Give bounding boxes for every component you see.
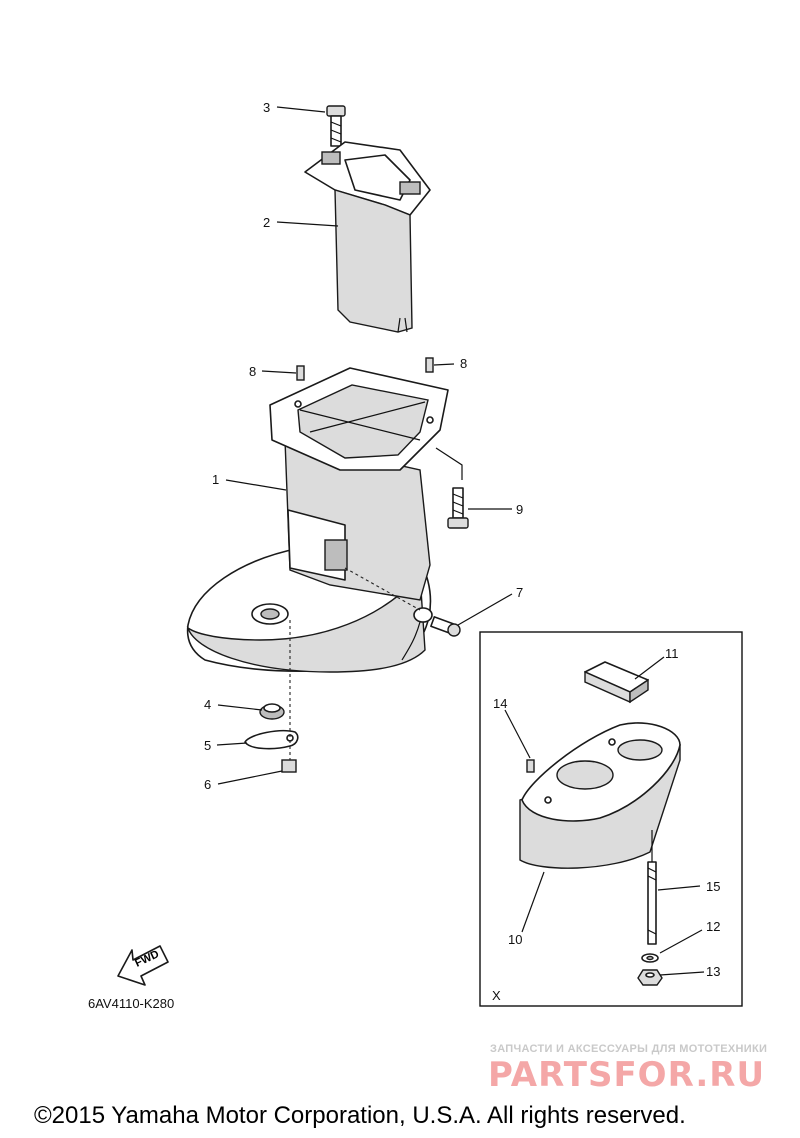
part-10-spacer: [519, 722, 681, 869]
watermark-tagline: ЗАПЧАСТИ И АКСЕССУАРЫ ДЛЯ МОТОТЕХНИКИ: [490, 1043, 768, 1055]
callout-3: 3: [263, 100, 270, 115]
callout-5: 5: [204, 738, 211, 753]
callout-6: 6: [204, 777, 211, 792]
callout-14: 14: [493, 696, 507, 711]
callout-11: 11: [665, 646, 679, 661]
part-4-grommet: [259, 703, 285, 720]
part-13-nut: [637, 969, 663, 986]
part-7-screw-lead: [401, 607, 461, 661]
callout-15: 15: [706, 879, 720, 894]
part-11-seal: [584, 661, 649, 704]
callout-8-right: 8: [460, 356, 467, 371]
part-1-casing: [186, 367, 449, 673]
part-6-nut: [281, 759, 297, 773]
callout-13: 13: [706, 964, 720, 979]
part-5-plate: [244, 729, 299, 750]
leader-lines: [216, 106, 705, 976]
part-15-stud: [647, 861, 657, 945]
callout-7: 7: [516, 585, 523, 600]
callout-1: 1: [212, 472, 219, 487]
diagram-code: 6AV4110-K280: [88, 996, 175, 1011]
part-9-bolt: [447, 487, 469, 529]
part-2-upper-casing: [304, 141, 431, 333]
part-12-washer: [641, 953, 659, 963]
callout-4: 4: [204, 697, 211, 712]
detail-box: [479, 631, 743, 1007]
part-8-pin-right: [425, 357, 434, 373]
fwd-arrow-icon: FWD: [117, 945, 169, 986]
callout-8-left: 8: [249, 364, 256, 379]
copyright-notice: ©2015 Yamaha Motor Corporation, U.S.A. A…: [34, 1102, 686, 1129]
callout-12: 12: [706, 919, 720, 934]
watermark-logo: PARTSFOR.RU: [488, 1055, 766, 1095]
detail-box-label: X: [492, 988, 501, 1003]
part-8-pin-left: [296, 365, 305, 381]
part-3-bolt: [326, 105, 346, 147]
part-14-pin: [526, 759, 535, 773]
callout-2: 2: [263, 215, 270, 230]
callout-10: 10: [508, 932, 522, 947]
callout-9: 9: [516, 502, 523, 517]
